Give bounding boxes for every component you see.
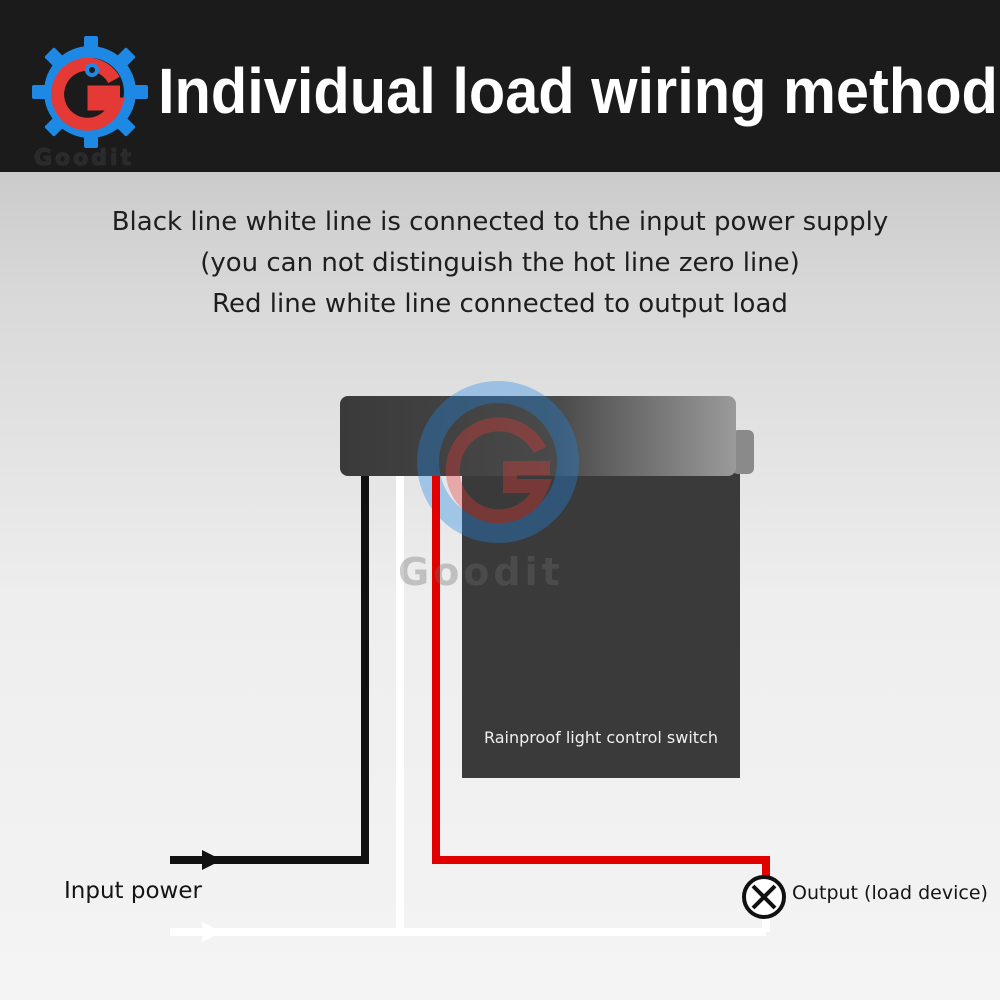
brand-name: Goodit	[34, 146, 135, 171]
black-wire	[170, 476, 369, 864]
description-line: (you can not distinguish the hot line ze…	[200, 248, 800, 278]
goodit-logo-icon	[32, 36, 148, 148]
watermark-text: Goodit	[398, 550, 564, 594]
description-line: Red line white line connected to output …	[212, 289, 788, 319]
input-power-label: Input power	[64, 878, 202, 904]
black-wire-arrow-icon	[202, 850, 222, 870]
header-bar: Goodit Individual load wiring method	[0, 0, 1000, 172]
page-title: Individual load wiring method	[158, 55, 998, 127]
lamp-x-icon	[742, 875, 786, 919]
switch-label: Rainproof light control switch	[483, 728, 718, 747]
description-line: Black line white line is connected to th…	[111, 207, 889, 237]
switch-body	[462, 466, 740, 778]
description: Black line white line is connected to th…	[0, 202, 1000, 325]
white-wire-arrow-icon	[202, 922, 222, 942]
red-wire	[432, 476, 770, 878]
output-load-label: Output (load device)	[792, 882, 988, 904]
switch-cap	[340, 396, 754, 476]
watermark-logo-icon	[417, 381, 579, 543]
